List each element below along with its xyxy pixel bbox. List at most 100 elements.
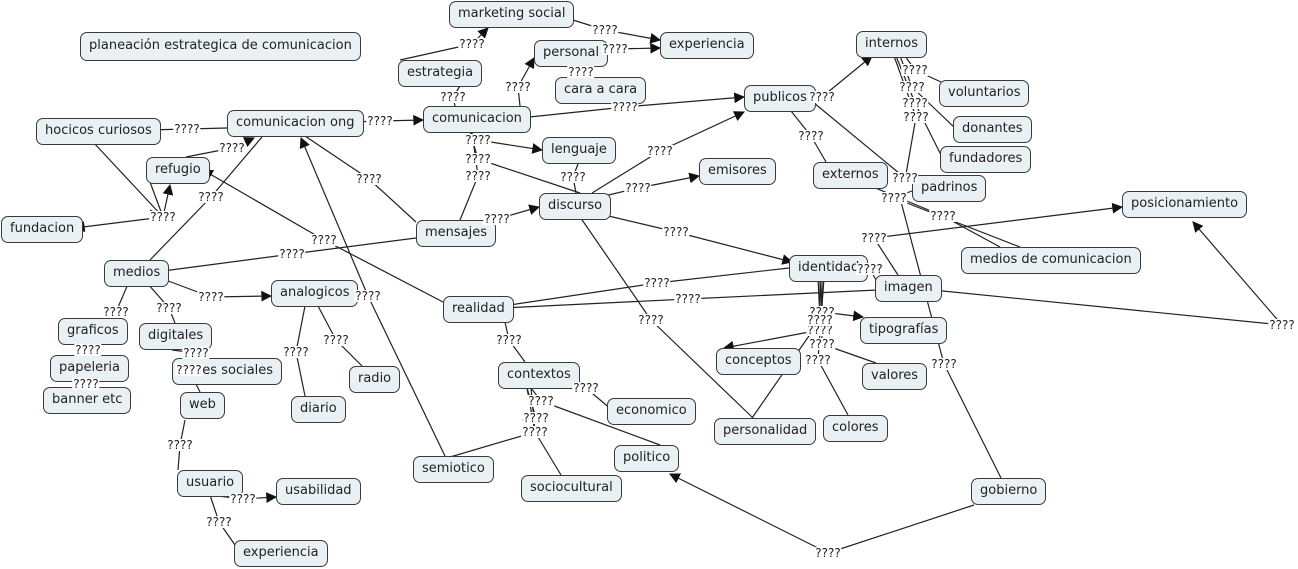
- node-medios[interactable]: medios: [104, 260, 170, 287]
- node-realidad[interactable]: realidad: [443, 296, 514, 323]
- link-label[interactable]: ????: [808, 90, 836, 104]
- link-label[interactable]: ????: [522, 411, 550, 425]
- node-internos[interactable]: internos: [856, 31, 928, 58]
- node-padrinos[interactable]: padrinos: [912, 175, 987, 202]
- link-label[interactable]: ????: [806, 313, 834, 327]
- node-estrategia[interactable]: estrategia: [398, 60, 483, 87]
- link-label[interactable]: ????: [814, 546, 842, 560]
- link-label[interactable]: ????: [229, 492, 257, 506]
- link-label[interactable]: ????: [439, 90, 467, 104]
- link-label[interactable]: ????: [197, 290, 225, 304]
- link-label[interactable]: ????: [354, 289, 382, 303]
- link-label[interactable]: ????: [521, 425, 549, 439]
- link-label[interactable]: ????: [559, 170, 587, 184]
- link-label[interactable]: ????: [591, 23, 619, 37]
- node-fundacion[interactable]: fundacion: [1, 216, 84, 243]
- node-imagen[interactable]: imagen: [875, 275, 942, 302]
- node-medios-de-comunicacion[interactable]: medios de comunicacion: [961, 247, 1141, 274]
- node-publicos[interactable]: publicos: [744, 85, 816, 112]
- link-label[interactable]: ????: [282, 345, 310, 359]
- link-label[interactable]: ????: [611, 100, 639, 114]
- link-label[interactable]: ????: [930, 357, 958, 371]
- node-personalidad[interactable]: personalidad: [714, 418, 817, 445]
- link-label[interactable]: ????: [898, 80, 926, 94]
- node-personal[interactable]: personal: [534, 40, 609, 67]
- node-tipografias[interactable]: tipografías: [860, 317, 948, 344]
- node-mensajes[interactable]: mensajes: [416, 220, 497, 247]
- link-label[interactable]: ????: [197, 190, 225, 204]
- link-label[interactable]: ????: [797, 129, 825, 143]
- node-externos[interactable]: externos: [813, 162, 888, 189]
- link-label[interactable]: ????: [355, 172, 383, 186]
- link-label[interactable]: ????: [458, 37, 486, 51]
- node-colores[interactable]: colores: [823, 415, 888, 442]
- link-label[interactable]: ????: [527, 394, 555, 408]
- node-fundadores[interactable]: fundadores: [940, 146, 1032, 173]
- node-digitales[interactable]: digitales: [139, 323, 213, 350]
- node-discurso[interactable]: discurso: [539, 193, 612, 220]
- node-economico[interactable]: economico: [607, 398, 696, 425]
- link-label[interactable]: ????: [643, 276, 671, 290]
- link-label[interactable]: ????: [464, 152, 492, 166]
- link-label[interactable]: ????: [567, 65, 595, 79]
- node-comunicacion-ong[interactable]: comunicacion ong: [227, 110, 364, 137]
- node-banner-etc[interactable]: banner etc: [43, 387, 132, 414]
- node-politico[interactable]: politico: [614, 445, 680, 472]
- link-label[interactable]: ????: [646, 144, 674, 158]
- link-label[interactable]: ????: [464, 169, 492, 183]
- link-label[interactable]: ????: [860, 231, 888, 245]
- link-label[interactable]: ????: [72, 377, 100, 391]
- link-label[interactable]: ????: [366, 114, 394, 128]
- node-cara-a-cara[interactable]: cara a cara: [555, 77, 647, 104]
- link-label[interactable]: ????: [601, 42, 629, 56]
- link-label[interactable]: ????: [637, 313, 665, 327]
- node-sociocultural[interactable]: sociocultural: [521, 475, 622, 502]
- link-label[interactable]: ????: [624, 181, 652, 195]
- link-label[interactable]: ????: [102, 305, 130, 319]
- link-label[interactable]: ????: [806, 323, 834, 337]
- link-label[interactable]: ????: [902, 110, 930, 124]
- node-voluntarios[interactable]: voluntarios: [939, 80, 1030, 107]
- node-usabilidad[interactable]: usabilidad: [276, 478, 361, 505]
- node-emisores[interactable]: emisores: [699, 158, 776, 185]
- map-title-node[interactable]: planeación estrategica de comunicacion: [80, 32, 361, 61]
- link-label[interactable]: ????: [495, 333, 523, 347]
- link-label[interactable]: ????: [483, 212, 511, 226]
- link-label[interactable]: ????: [804, 353, 832, 367]
- node-semiotico[interactable]: semiotico: [413, 456, 494, 483]
- node-contextos[interactable]: contextos: [498, 362, 580, 389]
- link-label[interactable]: ????: [880, 191, 908, 205]
- node-marketing-social[interactable]: marketing social: [449, 1, 575, 28]
- link-label[interactable]: ????: [74, 343, 102, 357]
- node-experiencia[interactable]: experiencia: [660, 32, 754, 59]
- node-web[interactable]: web: [180, 392, 225, 419]
- node-usuario[interactable]: usuario: [177, 470, 244, 497]
- link-label[interactable]: ????: [929, 209, 957, 223]
- link-label[interactable]: ????: [218, 141, 246, 155]
- link-label[interactable]: ????: [166, 438, 194, 452]
- link-label[interactable]: ????: [901, 63, 929, 77]
- node-gobierno[interactable]: gobierno: [971, 478, 1047, 505]
- link-label[interactable]: ????: [504, 80, 532, 94]
- link-label[interactable]: ????: [173, 122, 201, 136]
- link-label[interactable]: ????: [572, 381, 600, 395]
- node-valores[interactable]: valores: [862, 363, 928, 390]
- link-label[interactable]: ????: [662, 225, 690, 239]
- link-label[interactable]: ????: [322, 333, 350, 347]
- link-label[interactable]: ????: [175, 363, 203, 377]
- node-lenguaje[interactable]: lenguaje: [542, 137, 616, 164]
- node-graficos[interactable]: graficos: [58, 318, 128, 345]
- link-label[interactable]: ????: [856, 262, 884, 276]
- link-label[interactable]: ????: [205, 515, 233, 529]
- node-comunicacion[interactable]: comunicacion: [423, 106, 531, 133]
- link-label[interactable]: ????: [182, 346, 210, 360]
- node-identidad[interactable]: identidad: [789, 255, 869, 282]
- node-posicionamiento[interactable]: posicionamiento: [1122, 191, 1248, 218]
- link-label[interactable]: ????: [901, 96, 929, 110]
- node-experiencia-usuario[interactable]: experiencia: [234, 540, 328, 567]
- link-label[interactable]: ????: [310, 233, 338, 247]
- node-conceptos[interactable]: conceptos: [716, 348, 801, 375]
- link-label[interactable]: ????: [155, 301, 183, 315]
- link-label[interactable]: ????: [464, 133, 492, 147]
- node-diario[interactable]: diario: [291, 396, 346, 423]
